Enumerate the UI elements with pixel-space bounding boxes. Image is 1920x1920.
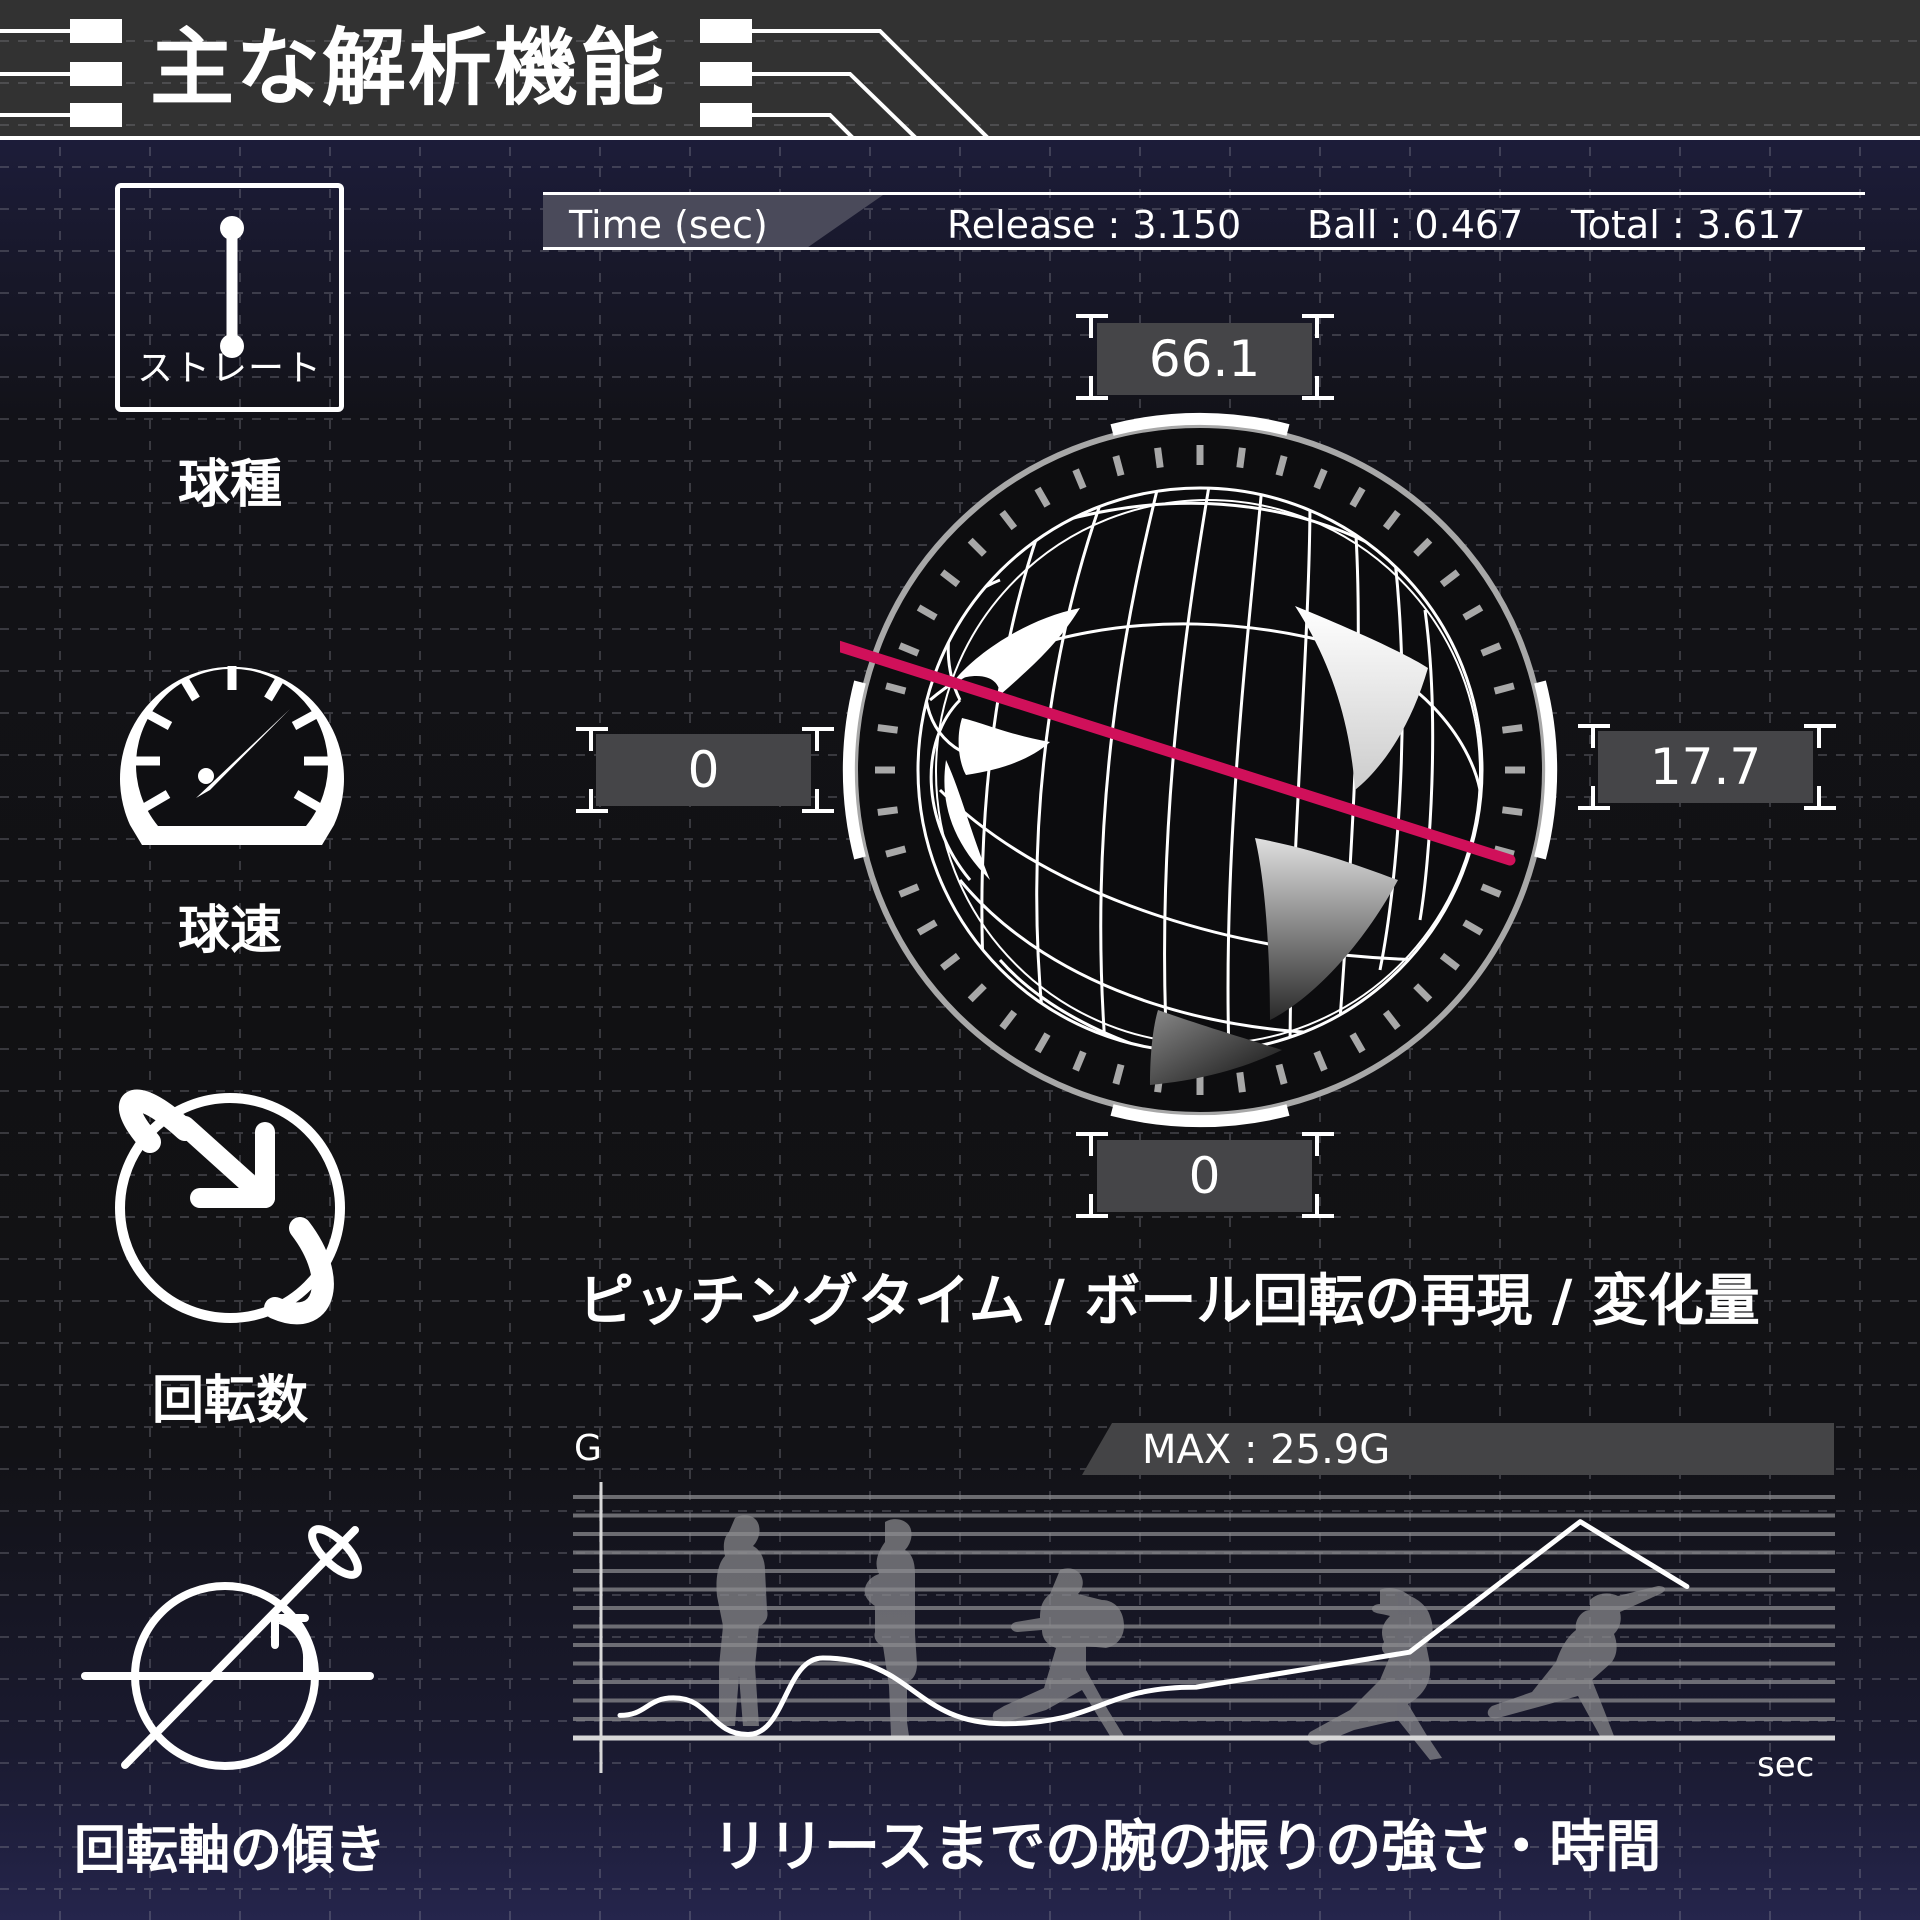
bottom-value: 0 [1097, 1140, 1312, 1212]
spin-axis-tilt-icon [81, 1525, 374, 1770]
top-value-bracket-icon [1076, 314, 1334, 400]
y-axis-label: G [574, 1428, 602, 1469]
ball-section-caption: ピッチングタイム / ボール回転の再現 / 変化量 [578, 1269, 1760, 1334]
pitch-type-value: ストレート [136, 348, 322, 389]
max-g-badge: MAX : 25.9G [1082, 1423, 1834, 1475]
straight-line-icon [220, 216, 244, 358]
pitching-time-bar: Time (sec) Release : 3.150 Ball : 0.467 … [543, 192, 1865, 250]
left-value: 0 [596, 734, 811, 806]
rotation-icon [115, 1089, 345, 1325]
right-value-bracket-icon [1578, 724, 1836, 810]
header-bar: 主な解析機能 [0, 0, 1920, 140]
max-g-value: MAX : 25.9G [1142, 1427, 1391, 1473]
horizontal-break-value: 17.7 [1598, 731, 1813, 803]
time-label: Time (sec) [569, 203, 768, 247]
chart-caption: リリースまでの腕の振りの強さ・時間 [712, 1815, 1662, 1880]
spin-axis-line [840, 640, 1516, 866]
left-value-bracket-icon [576, 727, 834, 813]
pitcher-silhouettes [716, 1515, 1666, 1760]
x-axis-label: sec [1757, 1745, 1815, 1785]
release-time: Release : 3.150 [947, 203, 1242, 247]
feature-label-ball-speed: 球速 [177, 901, 282, 961]
total-time: Total : 3.617 [1571, 203, 1806, 247]
page-title: 主な解析機能 [150, 19, 667, 117]
feature-label-pitch-type: 球種 [177, 455, 282, 515]
ball-time: Ball : 0.467 [1307, 203, 1524, 247]
speedometer-icon [120, 666, 344, 845]
pitch-type-badge: ストレート [115, 183, 344, 412]
vertical-break-value: 66.1 [1097, 323, 1312, 395]
arm-swing-chart [573, 1482, 1835, 1773]
feature-label-spin-rate: 回転数 [151, 1371, 308, 1431]
feature-label-spin-axis: 回転軸の傾き [73, 1821, 386, 1881]
g-force-line [617, 1519, 1690, 1738]
ball-rotation-view [840, 412, 1558, 1128]
bottom-value-bracket-icon [1076, 1132, 1334, 1218]
circuit-decoration-icon [0, 19, 992, 140]
